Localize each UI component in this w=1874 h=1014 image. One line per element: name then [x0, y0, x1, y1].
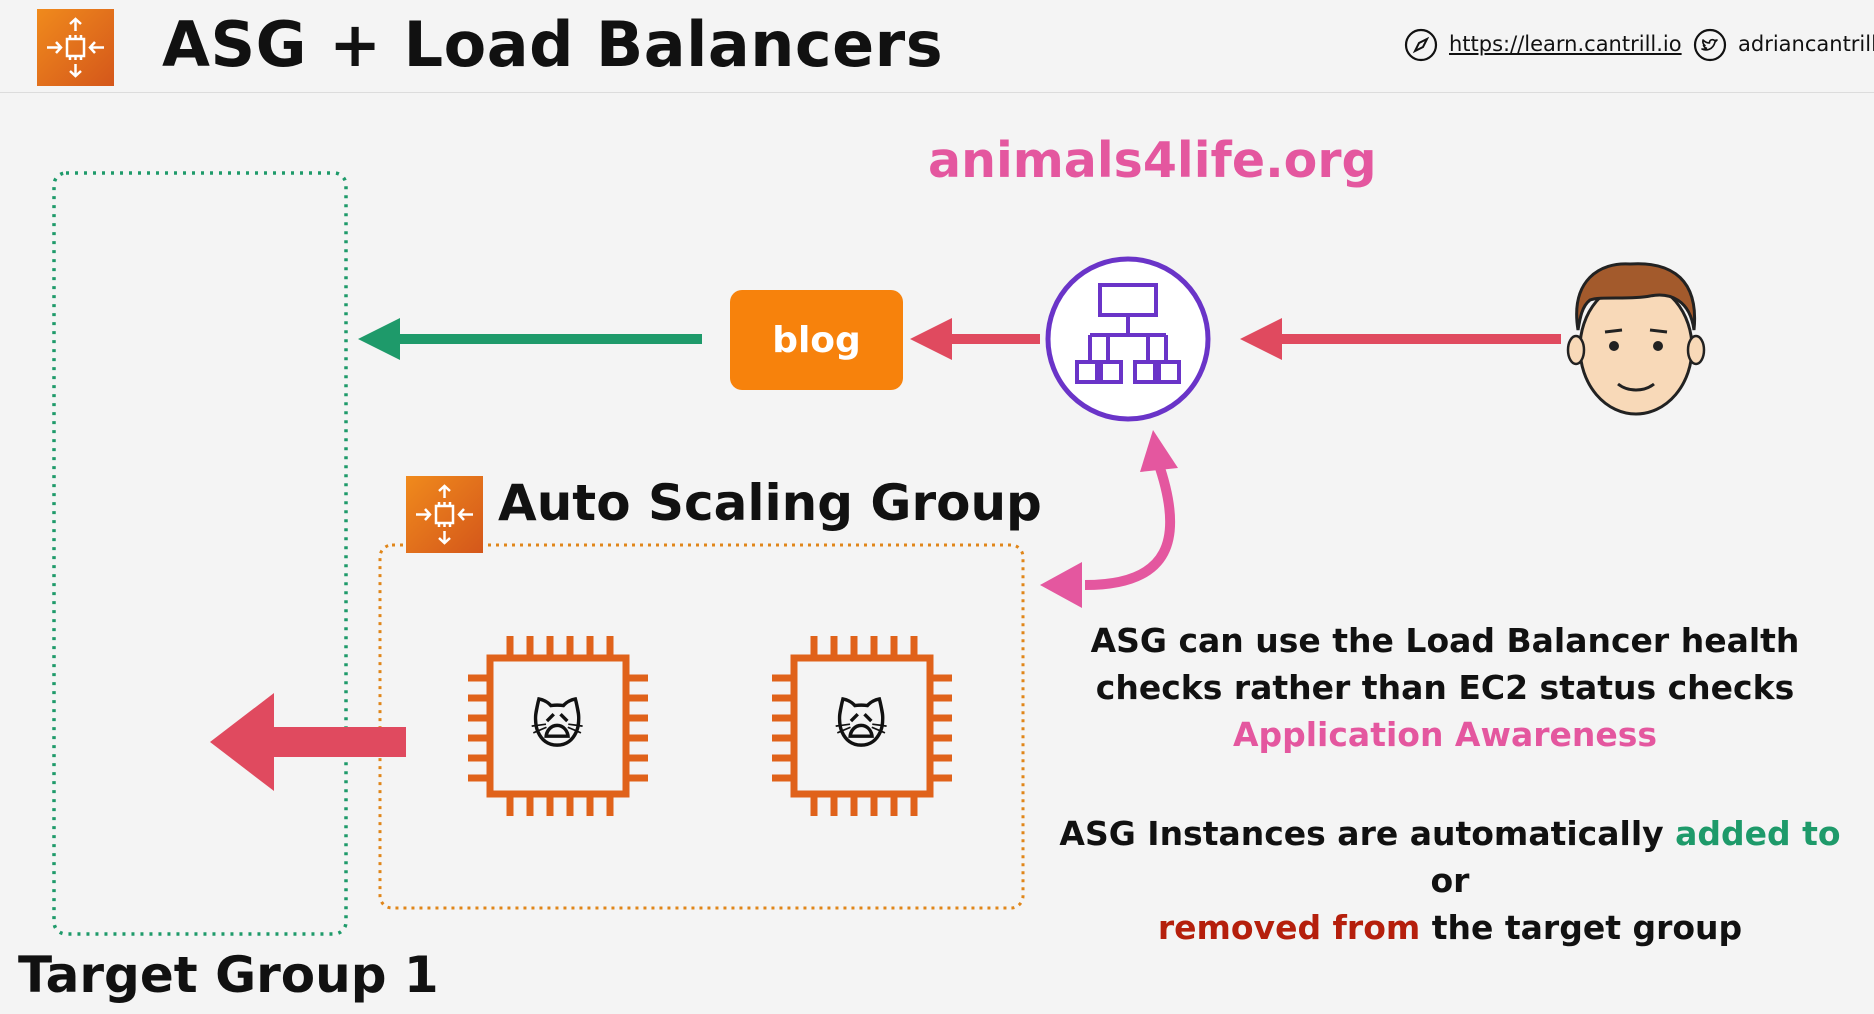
page-title: ASG + Load Balancers [162, 8, 944, 81]
blog-label: blog [772, 319, 861, 361]
ec2-instance-2 [772, 636, 952, 816]
asg-logo [37, 9, 114, 86]
blog-app-box: blog [730, 290, 903, 390]
header-bar: ASG + Load Balancers https://learn.cantr… [0, 0, 1874, 93]
arrow-lb-health-checks [1040, 430, 1178, 608]
twitter-handle[interactable]: adriancantrill [1738, 32, 1874, 56]
note2-part1: ASG Instances are automatically [1059, 814, 1676, 853]
twitter-icon [1693, 28, 1727, 62]
target-group-membership-note: ASG Instances are automatically added to… [1040, 810, 1860, 951]
arrow-user-to-lb [1240, 318, 1561, 360]
arrow-asg-to-target-group [210, 693, 406, 791]
removed-from-highlight: removed from [1157, 908, 1421, 947]
note1-line2: checks rather than EC2 status checks [1095, 668, 1795, 707]
ec2-instance-1 [468, 636, 648, 816]
arrow-lb-to-blog [910, 318, 1040, 360]
asg-box [378, 543, 1025, 910]
note1-line1: ASG can use the Load Balancer health [1090, 621, 1800, 660]
asg-badge [406, 476, 483, 553]
site-link[interactable]: https://learn.cantrill.io [1449, 32, 1682, 56]
compass-icon [1404, 28, 1438, 62]
arrow-blog-to-target-group [358, 318, 702, 360]
application-awareness-label: Application Awareness [1232, 715, 1658, 754]
note2-part3: the target group [1420, 908, 1743, 947]
cat-emoji-icon: 🙀 [834, 696, 889, 756]
target-group-box [52, 171, 348, 936]
user-face-icon [1566, 262, 1706, 416]
added-to-highlight: added to [1675, 814, 1841, 853]
autoscaling-icon [47, 17, 104, 78]
health-check-note: ASG can use the Load Balancer health che… [1080, 617, 1810, 758]
cat-emoji-icon: 🙀 [530, 696, 585, 756]
domain-label: animals4life.org [928, 132, 1377, 189]
autoscaling-icon [416, 484, 473, 545]
note2-part2: or [1430, 861, 1470, 900]
target-group-label: Target Group 1 [18, 946, 439, 1004]
load-balancer-icon [1045, 256, 1211, 422]
asg-label: Auto Scaling Group [498, 474, 1042, 532]
